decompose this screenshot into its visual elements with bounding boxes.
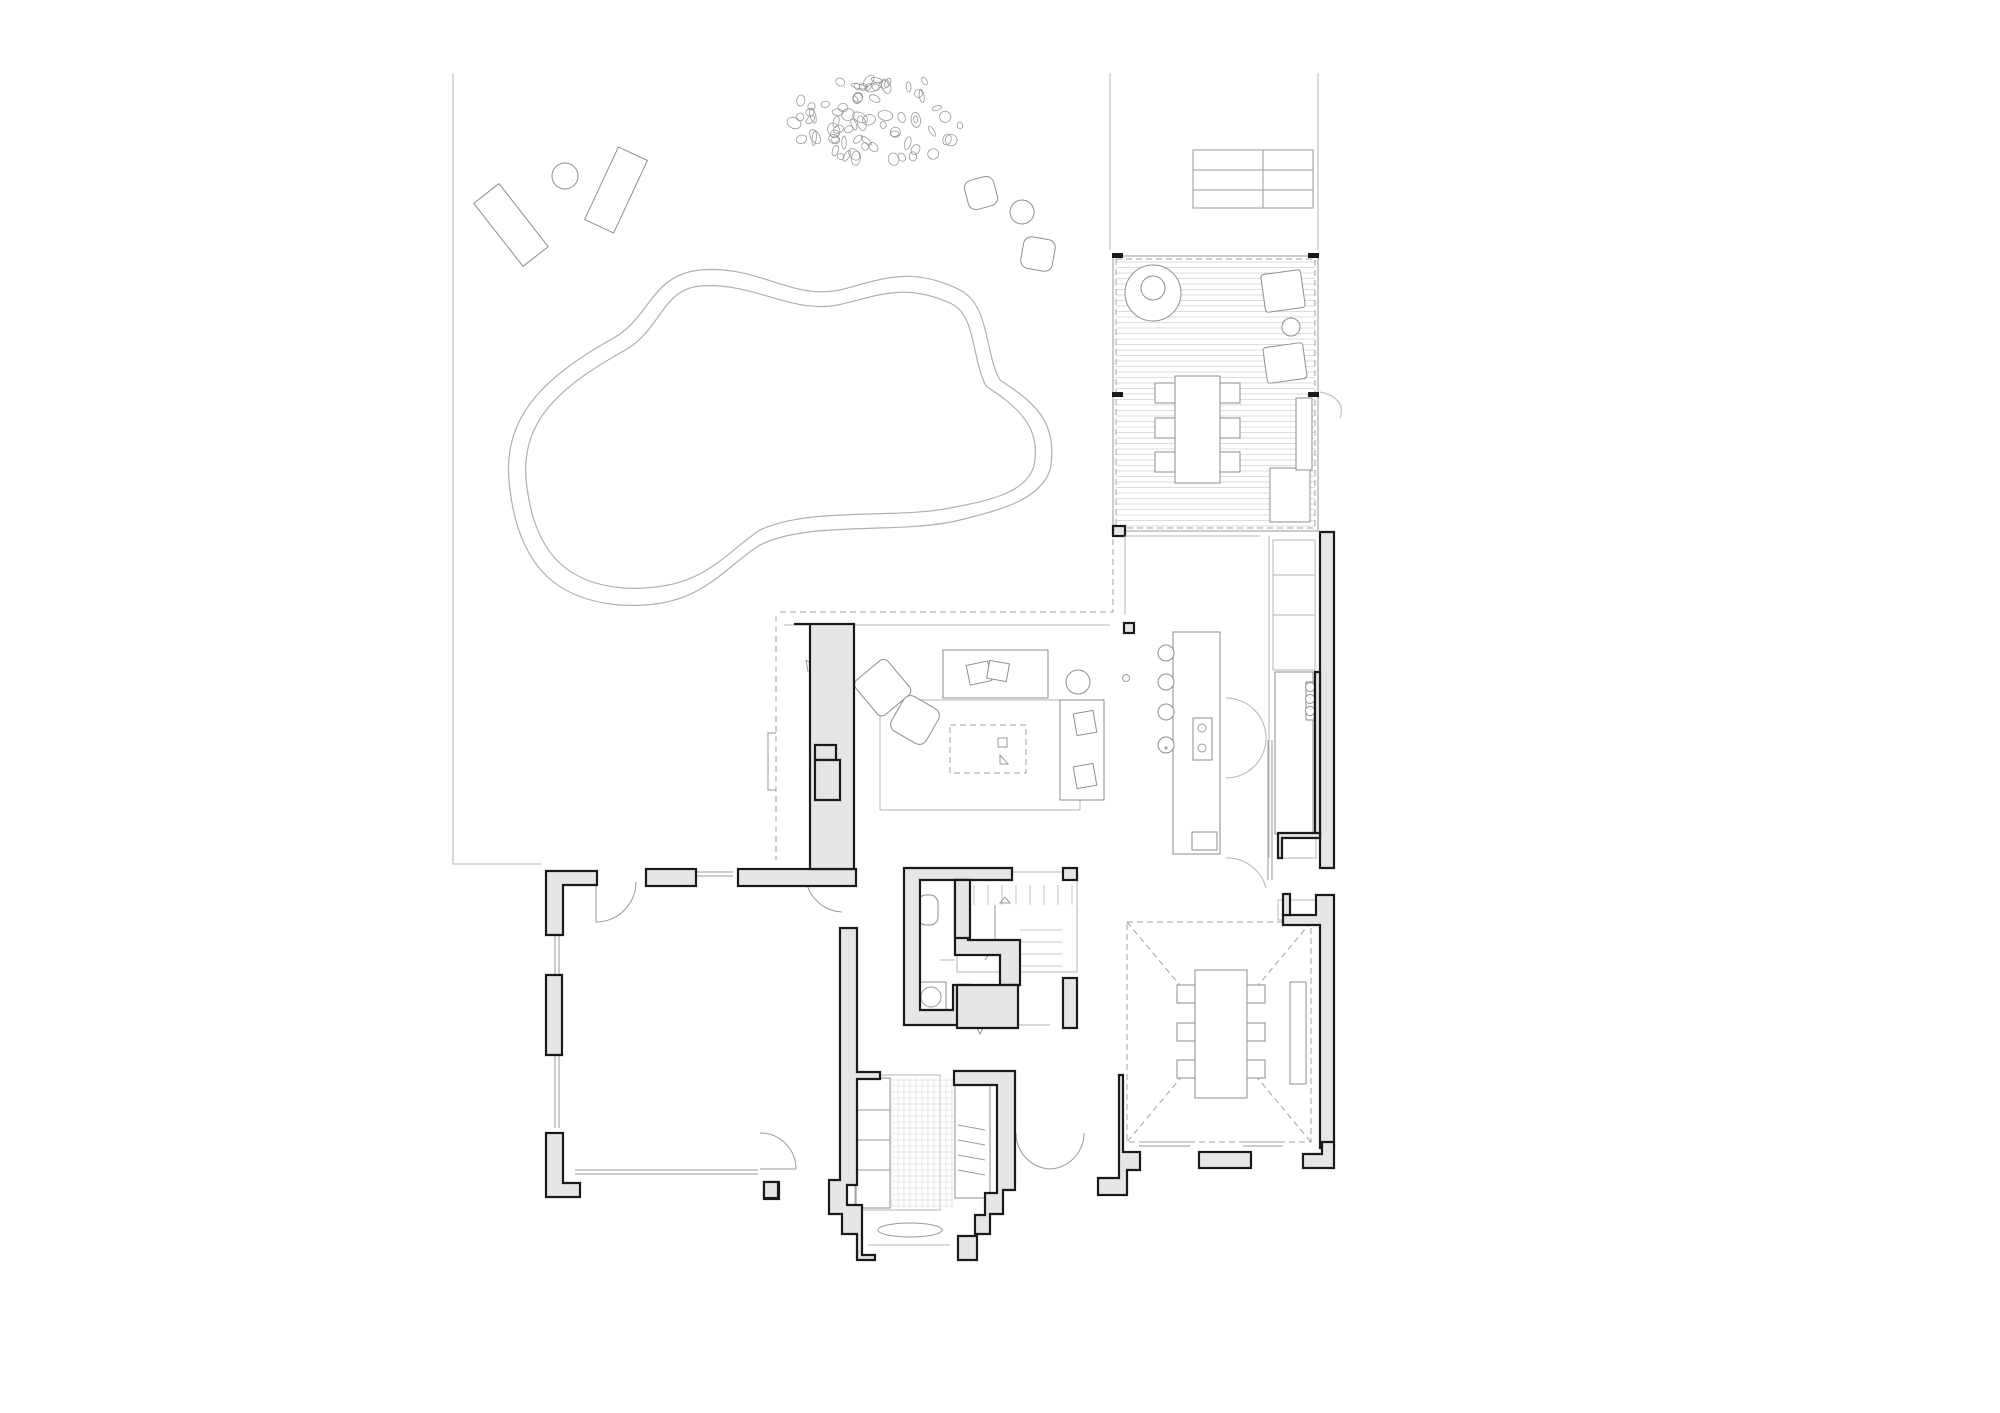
terrace-steps	[1192, 149, 1314, 209]
door-swings	[595, 697, 1267, 1170]
gravel-patch	[786, 74, 964, 166]
walls	[544, 530, 1336, 1262]
columns	[762, 621, 1136, 1200]
garden-chairs	[963, 175, 1056, 272]
site-boundary	[452, 73, 1319, 865]
swimming-pool	[508, 268, 1053, 607]
kitchen	[1122, 539, 1317, 921]
wc-utility	[915, 894, 955, 1013]
sun-loungers	[473, 146, 649, 268]
entrance-hall	[854, 1074, 991, 1246]
living-room-furniture	[805, 647, 1105, 811]
covered-terrace	[1111, 253, 1342, 538]
dining-room	[1126, 921, 1312, 1143]
